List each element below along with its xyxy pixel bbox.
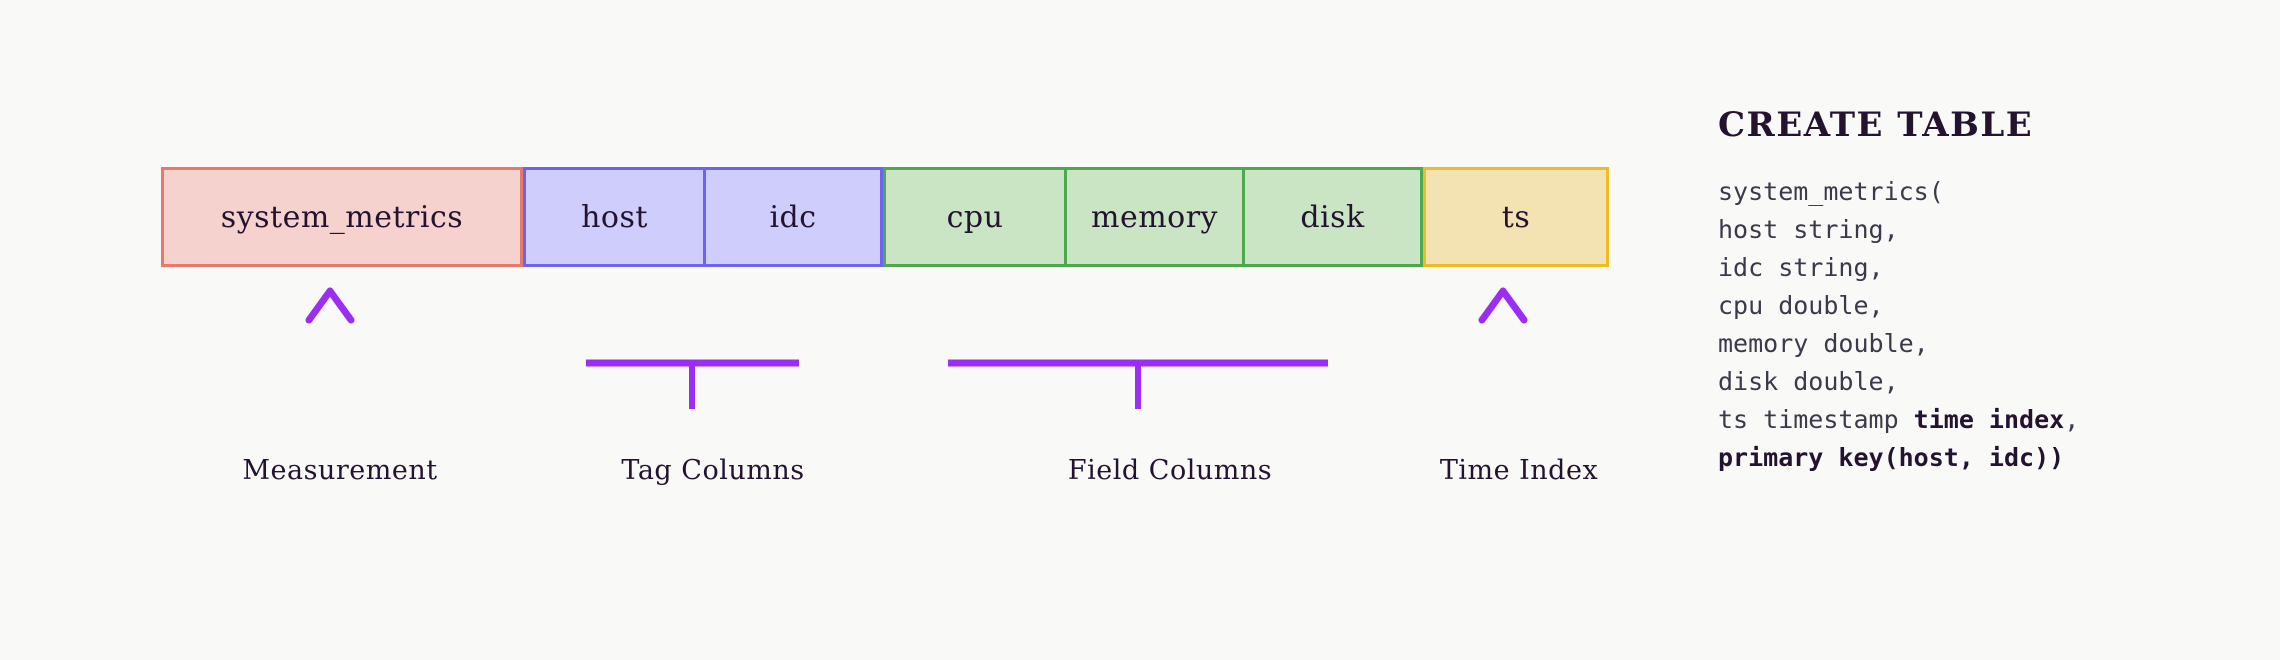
measurement-arrow-icon (305, 287, 355, 413)
time-index-group: ts (1423, 167, 1609, 267)
table-schema-strip: system_metrics host idc cpu memory disk … (161, 167, 1609, 267)
sql-text: ts timestamp (1718, 405, 1914, 434)
sql-panel-title: CREATE TABLE (1718, 105, 2034, 145)
sql-statement-body: system_metrics(host string, idc string, cp… (1718, 173, 2238, 477)
sql-line: idc string, (1718, 249, 2238, 287)
sql-line: cpu double, (1718, 287, 2238, 325)
sql-line: host string, (1718, 211, 2238, 249)
column-cell-memory: memory (1064, 170, 1242, 264)
create-table-sql-panel: CREATE TABLE system_metrics(host string,… (1718, 105, 2238, 477)
measurement-group: system_metrics (161, 167, 523, 267)
caption-field-columns: Field Columns (1067, 455, 1273, 486)
field-columns-bracket-icon (948, 299, 1328, 409)
caption-measurement: Measurement (242, 455, 438, 486)
caption-tag-columns: Tag Columns (621, 455, 805, 486)
sql-keyword: primary key(host, idc)) (1718, 443, 2065, 472)
sql-text: disk double, (1718, 367, 1899, 396)
sql-line: memory double, (1718, 325, 2238, 363)
column-cell-idc: idc (703, 170, 880, 264)
column-cell-cpu: cpu (946, 199, 1004, 235)
column-cell-ts: ts (1501, 199, 1531, 235)
sql-text: host string, (1718, 215, 1899, 244)
tag-columns-group: host idc (523, 167, 883, 267)
sql-line: system_metrics( (1718, 173, 2238, 211)
tag-columns-bracket-icon (586, 299, 799, 409)
caption-time-index: Time Index (1439, 455, 1599, 486)
field-columns-group: cpu memory disk (883, 167, 1423, 267)
sql-text: cpu double, (1718, 291, 1884, 320)
column-cell-host: host (581, 199, 648, 235)
sql-text: , (2064, 405, 2080, 434)
column-cell-system-metrics: system_metrics (220, 199, 464, 235)
sql-keyword: time index (1913, 405, 2065, 434)
sql-line: disk double, (1718, 363, 2238, 401)
column-cell-disk: disk (1242, 170, 1420, 264)
sql-text: idc string, (1718, 253, 1884, 282)
sql-line: primary key(host, idc)) (1718, 439, 2238, 477)
sql-line: ts timestamp time index, (1718, 401, 2238, 439)
time-index-arrow-icon (1478, 287, 1528, 413)
sql-text: system_metrics( (1718, 177, 1944, 206)
sql-text: memory double, (1718, 329, 1929, 358)
